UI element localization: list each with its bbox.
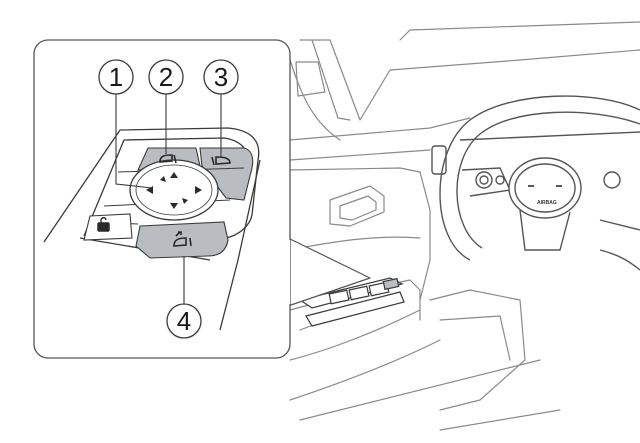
dashboard-line-2 — [290, 150, 430, 160]
airbag-label: AIRBAG — [537, 200, 557, 206]
lower-trim — [300, 360, 540, 420]
a-pillar — [300, 40, 640, 120]
floor-line — [440, 410, 560, 430]
car-interior — [290, 22, 640, 430]
door-pocket — [430, 290, 525, 410]
callout-number-4: 4 — [177, 306, 191, 336]
door-pocket-2 — [440, 316, 510, 360]
a-pillar-inner — [312, 40, 350, 120]
callout-number-2: 2 — [159, 62, 173, 92]
door-handle-inner — [340, 196, 376, 220]
dashboard-top — [290, 118, 470, 140]
dash-vent — [432, 146, 446, 174]
callout-4: 4 — [167, 304, 201, 338]
wheel-button-right — [604, 172, 620, 188]
direction-pad[interactable] — [130, 160, 218, 220]
steering-wheel — [432, 96, 640, 270]
callout-number-3: 3 — [214, 62, 228, 92]
windshield-edge — [400, 22, 640, 40]
callout-2: 2 — [149, 60, 183, 94]
wheel-hub — [509, 158, 581, 218]
callout-3: 3 — [204, 60, 238, 94]
wheel-button-left — [476, 172, 492, 188]
fold-mirror-button[interactable] — [136, 222, 228, 258]
callout-1: 1 — [99, 60, 133, 94]
callout-number-1: 1 — [109, 62, 123, 92]
wheel-button-left-2 — [496, 176, 504, 184]
